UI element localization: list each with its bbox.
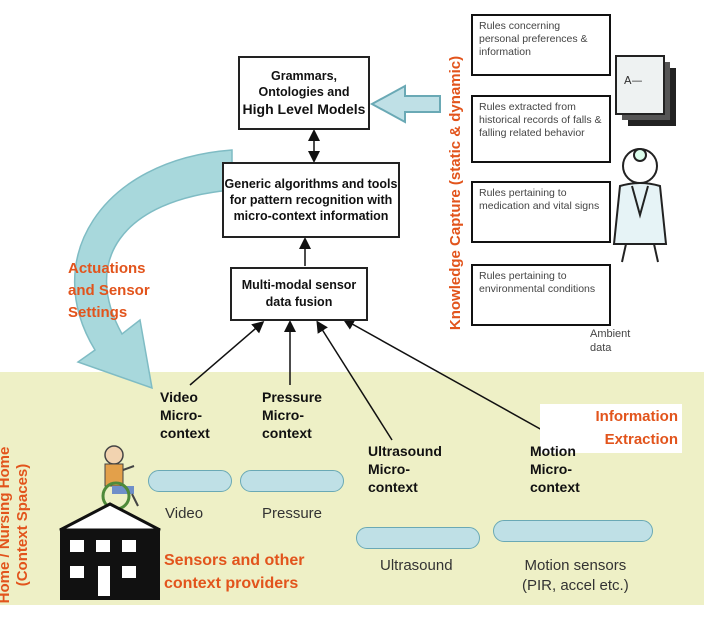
video-ctx-1: Video [160,389,198,405]
actuations-line-1: Actuations [68,260,146,277]
home-context-spaces-label: Home / Nursing Home (Context Spaces) [0,446,31,604]
pressure-ctx-1: Pressure [262,389,322,405]
document-icon: A— [615,55,676,126]
house-icon [59,502,161,600]
fusion-line-1: Multi-modal sensor [241,278,357,293]
information-extraction-label: Information Extraction [540,404,682,453]
knowledge-capture-label: Knowledge Capture (static & dynamic) [447,55,464,331]
grammars-box: Grammars, Ontologies and High Level Mode… [238,56,370,130]
actuations-line-3: Settings [68,303,128,321]
fusion-line-2: data fusion [265,295,333,309]
info-line-2: Extraction [604,430,678,448]
pressure-sensor-pill [240,470,344,492]
ultrasound-ctx-1: Ultrasound [368,443,442,459]
generic-line-2: for pattern recognition with [229,192,393,207]
providers-line-2: context providers [164,575,299,593]
connectors: A— [59,55,676,600]
rule-box-medication: Rules pertaining to medication and vital… [471,181,611,243]
pressure-sensor-label: Pressure [262,505,323,522]
video-fusion-arrow [189,321,265,386]
pressure-ctx-2: Micro- [262,407,304,424]
ultrasound-fusion-arrow [316,320,393,441]
motion-fusion-arrow [342,318,561,441]
actuations-label: Actuations and Sensor Settings [68,258,150,323]
providers-line-1: Sensors and other [164,552,305,569]
rule-box-falls: Rules extracted from historical records … [471,95,611,163]
context-providers-label: Sensors and other context providers [164,549,304,595]
motion-ctx-2: Micro- [530,461,572,478]
ultrasound-ctx-3: context [368,479,418,496]
actuations-line-2: and Sensor [68,281,150,299]
grammars-line-2: Ontologies and [258,84,350,99]
rule-box-environment: Rules pertaining to environmental condit… [471,264,611,326]
motion-ctx-1: Motion [530,443,576,459]
video-ctx-3: context [160,425,210,442]
ambient-line-1: Ambient [590,328,631,340]
grammars-line-1: Grammars, [270,68,337,83]
ambient-data-label: Ambient data [590,327,630,356]
ultrasound-sensor-pill [356,527,480,549]
wheelchair-person-icon [101,445,139,511]
pressure-ctx-3: context [262,425,312,442]
ultrasound-ctx-2: Micro- [368,461,410,478]
sensor-fusion-box: Multi-modal sensor data fusion [230,267,368,321]
info-line-1: Information [595,408,679,425]
motion-sensor-line-1: Motion sensors [524,557,627,574]
actuation-curve-arrow [73,149,233,390]
motion-sensor-pill [493,520,653,542]
ambient-line-2: data [590,342,612,355]
pressure-context-label: Pressure Micro- context [262,388,322,443]
video-sensor-pill [148,470,232,492]
video-sensor-label: Video [165,505,204,522]
knowledge-arrow [369,84,441,124]
generic-line-1: Generic algorithms and tools [224,176,398,191]
motion-sensor-label: Motion sensors (PIR, accel etc.) [522,556,629,597]
motion-sensor-line-2: (PIR, accel etc.) [522,577,629,595]
doctor-icon [612,148,668,263]
motion-ctx-3: context [530,479,580,496]
generic-line-3: micro-context information [233,209,389,224]
grammars-line-3: High Level Models [242,101,366,118]
video-ctx-2: Micro- [160,407,202,424]
ultrasound-context-label: Ultrasound Micro- context [368,442,442,497]
rule-box-preferences: Rules concerning personal preferences & … [471,14,611,76]
generic-algorithms-box: Generic algorithms and tools for pattern… [222,162,400,238]
motion-context-label: Motion Micro- context [530,442,580,497]
svg-text:A—: A— [624,74,643,87]
video-context-label: Video Micro- context [160,388,210,443]
ultrasound-sensor-label: Ultrasound [380,557,453,574]
